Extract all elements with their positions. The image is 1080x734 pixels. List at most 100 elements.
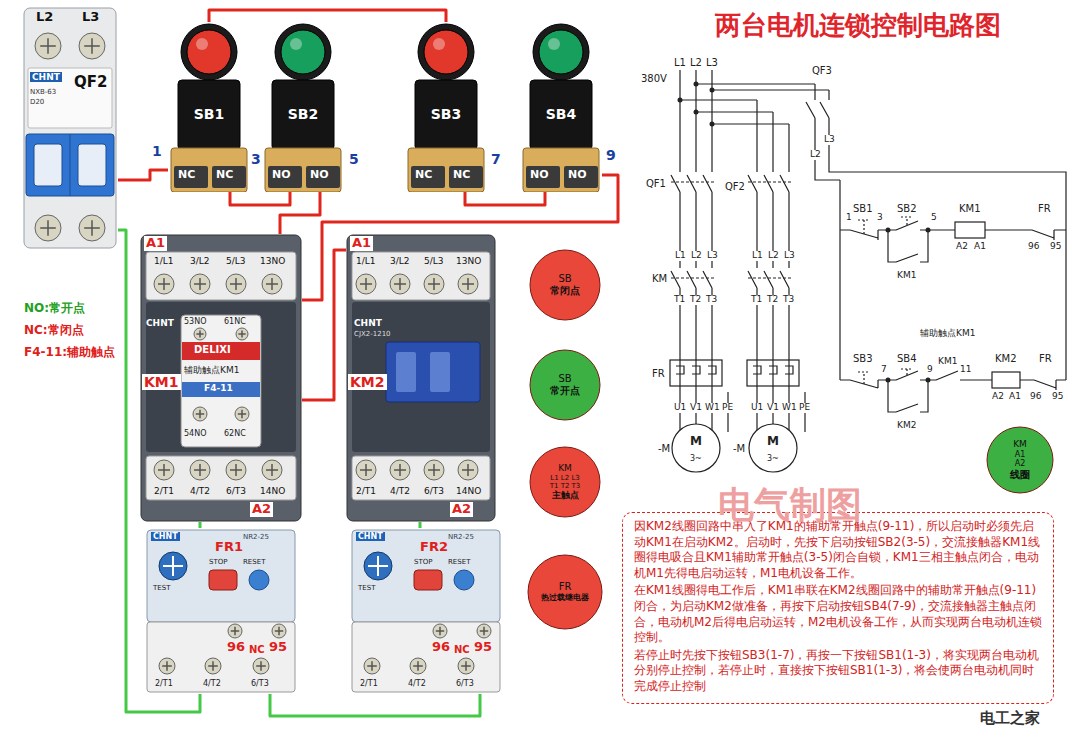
terminal-circle bbox=[424, 460, 444, 480]
terminal-circle bbox=[418, 24, 474, 80]
terminal-circle bbox=[433, 624, 447, 638]
terminal-circle bbox=[187, 30, 231, 74]
part-label: 95 bbox=[269, 640, 287, 655]
terminal-circle bbox=[987, 427, 1053, 493]
part-rect bbox=[34, 144, 62, 186]
terminal-circle bbox=[154, 274, 174, 294]
schematic-label: L2 bbox=[689, 57, 703, 68]
terminal-circle bbox=[530, 350, 600, 420]
part-label: FR1 bbox=[215, 540, 243, 555]
wire-line bbox=[84, 220, 100, 236]
schematic-label: L2 bbox=[809, 150, 822, 160]
schematic-label: -M bbox=[657, 443, 671, 454]
part-label: A2 bbox=[450, 502, 473, 517]
terminal-circle bbox=[364, 658, 380, 674]
schematic-label: V1 bbox=[689, 403, 703, 413]
terminal-circle bbox=[458, 658, 474, 674]
terminal-circle bbox=[181, 24, 237, 80]
terminal-circle bbox=[528, 555, 602, 629]
part-label: 3/L2 bbox=[190, 256, 210, 266]
part-label: D20 bbox=[30, 98, 44, 106]
symbol-text: KM bbox=[1013, 439, 1027, 450]
part-rect bbox=[212, 166, 246, 188]
wire-line bbox=[275, 627, 283, 635]
part-label: NC bbox=[216, 169, 233, 182]
terminal-circle bbox=[926, 228, 931, 233]
part-rect bbox=[352, 252, 490, 300]
symbol-text: 主触点 bbox=[552, 490, 579, 501]
part-label: NC bbox=[415, 169, 432, 182]
legend-text: NO:常开点 bbox=[24, 300, 85, 317]
schematic-label: PE bbox=[721, 403, 734, 413]
part-label: 96 bbox=[227, 640, 245, 655]
part-rect bbox=[386, 342, 480, 402]
part-label: L2 bbox=[36, 10, 53, 25]
symbol-text: A1 bbox=[1015, 450, 1026, 460]
wire-connector bbox=[209, 10, 446, 22]
terminal-circle bbox=[424, 30, 468, 74]
part-label: NR2-25 bbox=[448, 533, 474, 541]
part-label: 4/T2 bbox=[408, 679, 426, 688]
wire-number: 5 bbox=[349, 152, 359, 167]
terminal-circle bbox=[530, 447, 600, 517]
part-rect bbox=[182, 342, 260, 360]
wire-line bbox=[394, 464, 406, 476]
wire-line bbox=[436, 627, 444, 635]
part-rect bbox=[171, 148, 247, 192]
wire-line bbox=[238, 410, 246, 418]
junction-dots bbox=[678, 82, 931, 383]
wire-line bbox=[413, 661, 423, 671]
wire-line bbox=[676, 366, 793, 374]
terminal-circle bbox=[886, 228, 891, 233]
terminal-circle bbox=[79, 33, 105, 59]
wire-line bbox=[480, 627, 488, 635]
terminal-circle bbox=[205, 658, 221, 674]
wire-line bbox=[208, 661, 218, 671]
schematic-label: 7 bbox=[880, 365, 888, 375]
part-label: QF2 bbox=[74, 74, 107, 91]
schematic-label: L1 bbox=[673, 57, 687, 68]
schematic-label: FR bbox=[1038, 353, 1053, 364]
terminal-circle bbox=[35, 33, 61, 59]
push-button: SB1NCNC bbox=[168, 22, 250, 192]
schematic-label: 5 bbox=[930, 213, 938, 223]
terminal-circle bbox=[533, 24, 589, 80]
watermark: 电气制图 bbox=[718, 485, 862, 525]
part-rect bbox=[347, 235, 495, 521]
part-label: 13NO bbox=[260, 256, 285, 266]
wire-line bbox=[368, 556, 388, 576]
wire-line bbox=[671, 277, 793, 278]
wire-connector bbox=[465, 192, 545, 205]
symbol-text: A2 bbox=[1015, 459, 1026, 469]
part-label: TEST bbox=[153, 584, 170, 592]
part-rect bbox=[449, 166, 483, 188]
schematic-label: A1 bbox=[973, 242, 987, 252]
schematic-label: W1 bbox=[704, 403, 721, 413]
part-rect bbox=[352, 530, 500, 622]
symbol-circle: SB常开点 bbox=[529, 349, 601, 421]
terminal-circle bbox=[433, 38, 445, 50]
schematic-label: T3 bbox=[782, 295, 795, 305]
wire-line bbox=[360, 278, 372, 290]
part-label: 14NO bbox=[260, 486, 285, 496]
wire-number: 7 bbox=[491, 152, 501, 167]
terminal-circle bbox=[79, 215, 105, 241]
schematic-label: KM1 bbox=[937, 357, 958, 367]
schematic-label: KM2 bbox=[896, 421, 917, 431]
legend-text: F4-11:辅助触点 bbox=[24, 344, 115, 361]
wire-number: 9 bbox=[606, 148, 616, 163]
schematic-label: KM1 bbox=[958, 203, 982, 214]
wire-connector bbox=[118, 170, 168, 180]
wire-connector bbox=[270, 694, 480, 716]
part-label: NC bbox=[454, 644, 470, 656]
schematic-label: 96 bbox=[1029, 392, 1042, 402]
part-label: NO bbox=[272, 169, 291, 182]
note-paragraph: 因KM2线圈回路中串入了KM1的辅助常开触点(9-11)，所以启动时必须先启动K… bbox=[634, 519, 1042, 581]
terminal-circle bbox=[35, 215, 61, 241]
wire-line bbox=[163, 556, 183, 576]
schematic-label: 95 bbox=[1049, 242, 1062, 252]
part-label: SB1 bbox=[168, 106, 250, 122]
wire-line bbox=[858, 217, 913, 234]
terminal-circle bbox=[194, 328, 206, 340]
